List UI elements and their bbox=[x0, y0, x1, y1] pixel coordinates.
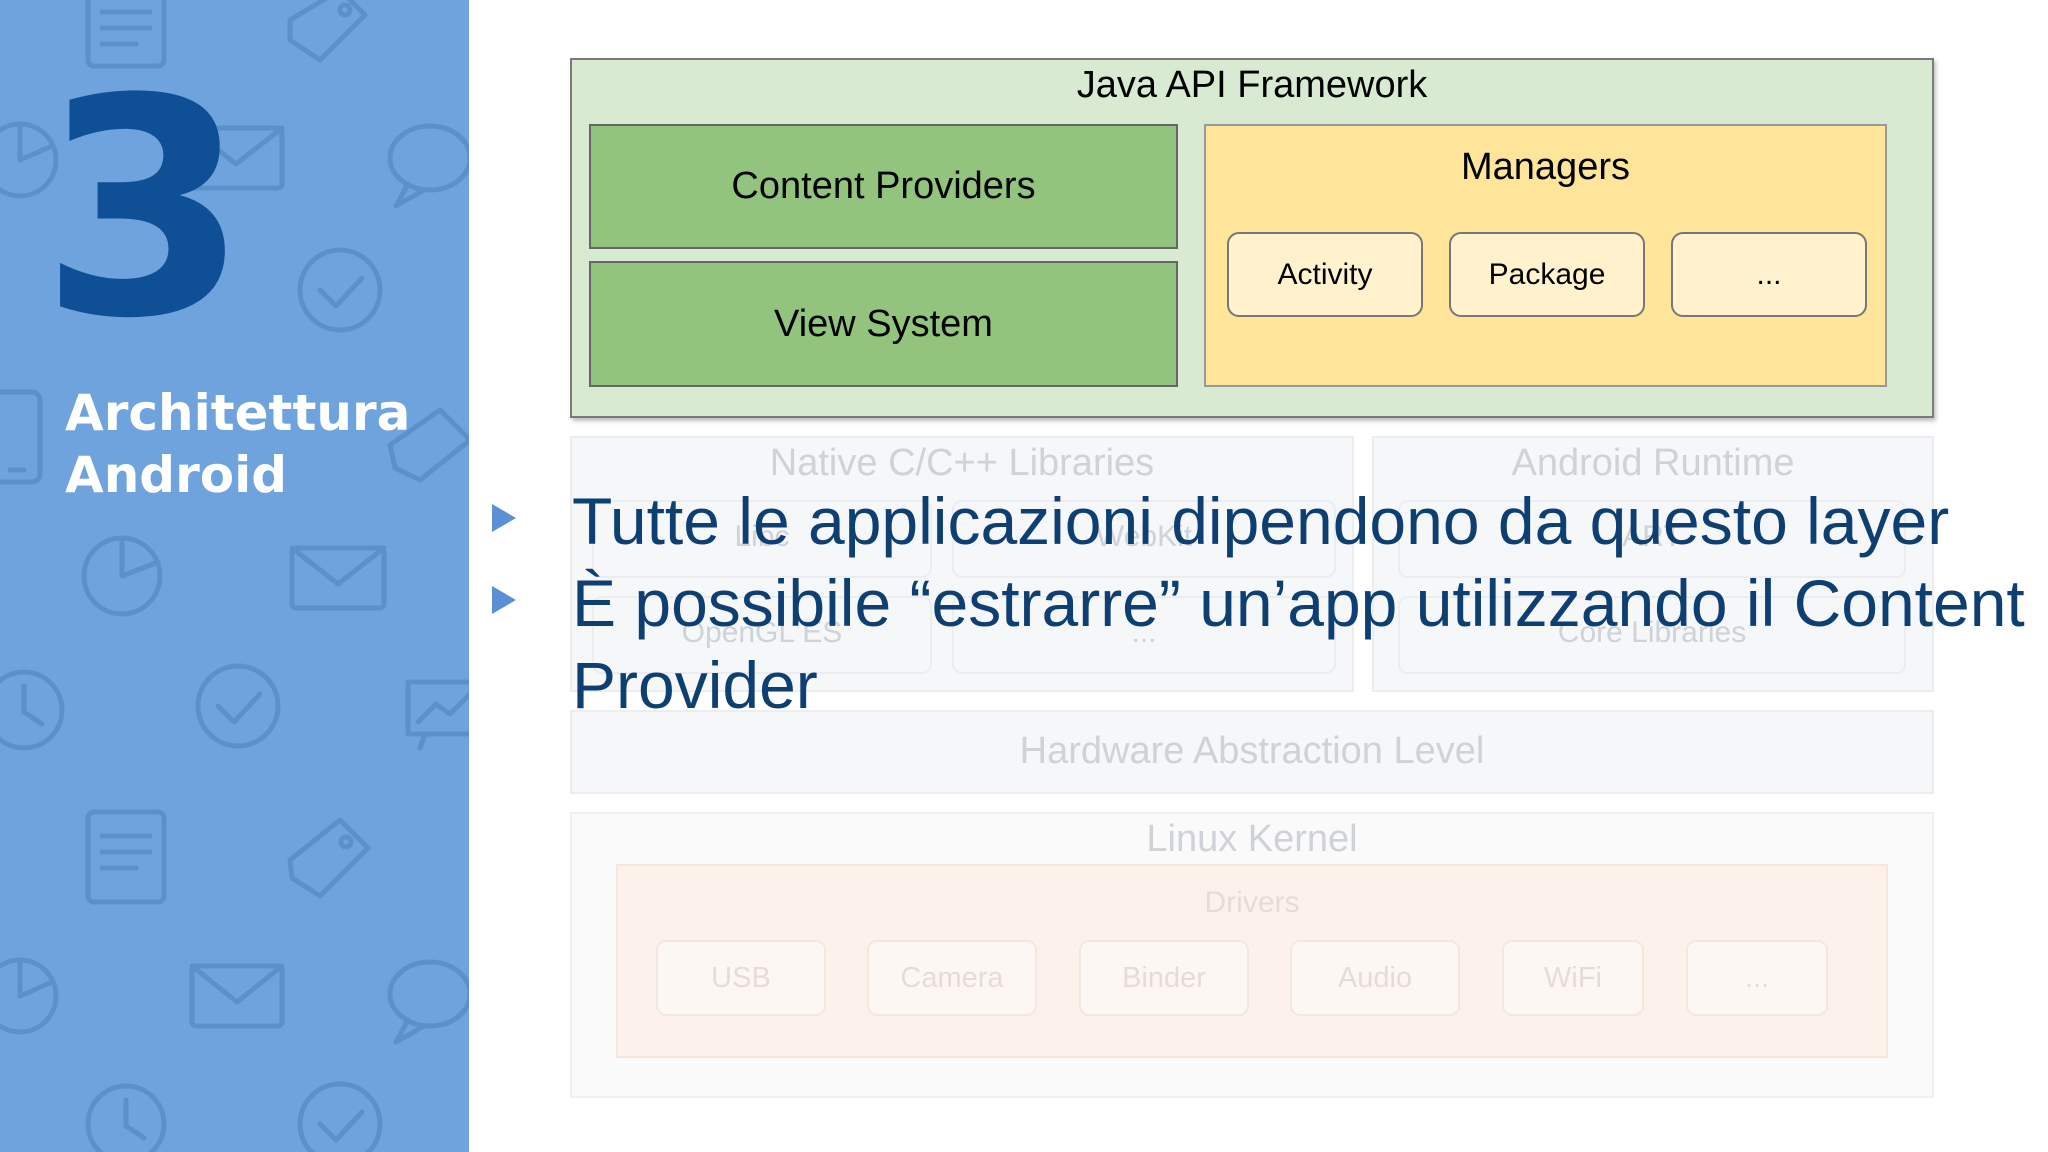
section-title-line-2: Android bbox=[65, 446, 288, 504]
section-title: Architettura Android bbox=[65, 382, 410, 506]
pie-chart-icon bbox=[81, 535, 163, 617]
manager-package: Package bbox=[1449, 232, 1645, 317]
driver-audio: Audio bbox=[1290, 940, 1460, 1016]
check-circle-icon bbox=[195, 663, 281, 749]
pie-chart-icon bbox=[0, 121, 59, 199]
driver-usb: USB bbox=[656, 940, 826, 1016]
android-runtime-title: Android Runtime bbox=[1511, 442, 1795, 484]
manager-more: ... bbox=[1671, 232, 1867, 317]
check-circle-icon bbox=[297, 247, 383, 333]
bullet-item: È possibile “estrarre” un’app utilizzand… bbox=[488, 562, 2048, 726]
mail-icon bbox=[289, 545, 387, 611]
presentation-icon bbox=[405, 679, 469, 751]
driver-wifi: WiFi bbox=[1502, 940, 1644, 1016]
driver-camera: Camera bbox=[867, 940, 1037, 1016]
bullet-item: Tutte le applicazioni dipendono da quest… bbox=[488, 480, 2048, 562]
runtime-item-label: ART bbox=[1622, 520, 1682, 553]
runtime-item-core-libraries: Core Libraries bbox=[1398, 596, 1906, 674]
linux-kernel-title: Linux Kernel bbox=[1146, 818, 1358, 860]
tag-icon bbox=[387, 407, 469, 483]
native-item-label: OpenGL ES bbox=[681, 616, 843, 649]
pie-chart-icon bbox=[0, 957, 59, 1035]
background-icon-pattern bbox=[0, 0, 469, 1152]
chat-bubble-icon bbox=[387, 123, 469, 209]
runtime-item-art: ART bbox=[1398, 500, 1906, 578]
section-title-line-1: Architettura bbox=[65, 384, 411, 442]
hal-title: Hardware Abstraction Level bbox=[1019, 730, 1485, 772]
document-icon bbox=[85, 809, 167, 905]
section-number: 3 bbox=[40, 35, 249, 384]
native-item-label: Libc bbox=[734, 520, 790, 553]
tag-icon bbox=[287, 817, 371, 899]
drivers-group: Drivers bbox=[616, 864, 1888, 1058]
bullet-triangle-icon bbox=[492, 586, 516, 614]
native-libraries-title: Native C/C++ Libraries bbox=[769, 442, 1155, 484]
tag-icon bbox=[287, 0, 368, 63]
bullet-list: Tutte le applicazioni dipendono da quest… bbox=[488, 480, 2048, 726]
mail-icon bbox=[189, 963, 285, 1029]
clock-icon bbox=[0, 669, 65, 751]
bullet-text: È possibile “estrarre” un’app utilizzand… bbox=[572, 566, 2025, 722]
runtime-item-label: Core Libraries bbox=[1557, 616, 1747, 649]
mail-icon bbox=[187, 125, 285, 191]
view-system-box: View System bbox=[589, 261, 1178, 387]
bullet-triangle-icon bbox=[492, 504, 516, 532]
native-item-label: WebKit bbox=[1095, 520, 1193, 553]
java-api-framework-title: Java API Framework bbox=[1076, 64, 1428, 106]
mobile-icon bbox=[0, 389, 43, 485]
drivers-title: Drivers bbox=[1204, 886, 1300, 919]
native-item-webkit: WebKit bbox=[952, 500, 1336, 578]
native-item-label: ... bbox=[1131, 616, 1157, 649]
native-item-opengl: OpenGL ES bbox=[592, 596, 932, 674]
native-item-more: ... bbox=[952, 596, 1336, 674]
document-icon bbox=[85, 0, 167, 69]
clock-icon bbox=[85, 1083, 167, 1152]
native-item-libc: Libc bbox=[592, 500, 932, 578]
chat-bubble-icon bbox=[387, 959, 469, 1045]
section-sidebar: 3 Architettura Android bbox=[0, 0, 469, 1152]
bullet-text: Tutte le applicazioni dipendono da quest… bbox=[572, 484, 1950, 558]
manager-activity: Activity bbox=[1227, 232, 1423, 317]
managers-title: Managers bbox=[1461, 146, 1630, 188]
check-circle-icon bbox=[297, 1081, 383, 1152]
driver-binder: Binder bbox=[1079, 940, 1249, 1016]
content-providers-box: Content Providers bbox=[589, 124, 1178, 249]
hal-layer: Hardware Abstraction Level bbox=[570, 710, 1934, 794]
driver-more: ... bbox=[1686, 940, 1828, 1016]
